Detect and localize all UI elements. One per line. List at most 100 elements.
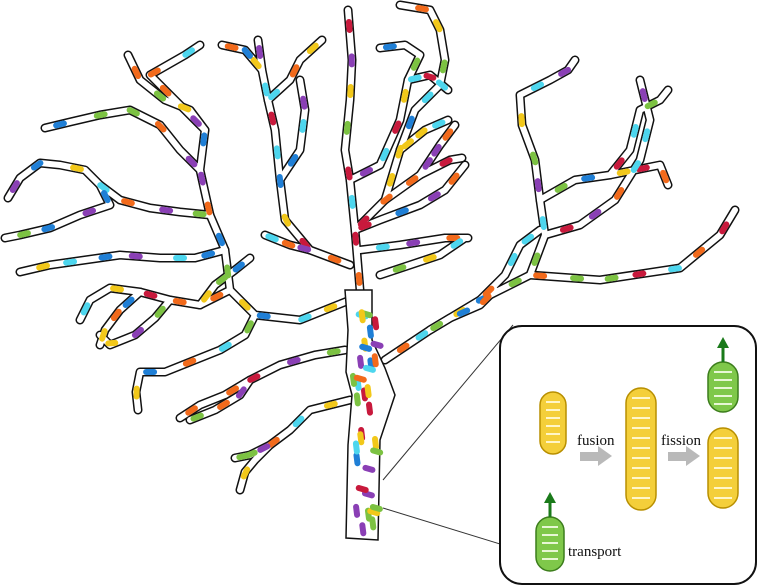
mitochondrion <box>630 123 639 138</box>
mitochondrion <box>267 436 280 448</box>
mitochondrion <box>375 243 390 251</box>
mitochondrion <box>632 270 647 278</box>
label-fission: fission <box>661 433 702 449</box>
mitochondrion <box>554 182 568 193</box>
mitochondrion <box>154 120 167 133</box>
mitochondrion <box>247 373 261 383</box>
mitochondrion <box>415 5 429 13</box>
mitochondrion <box>110 308 122 322</box>
mitochondrion <box>159 206 174 214</box>
mitochondrion <box>362 464 376 473</box>
mitochondrion <box>232 261 245 273</box>
mitochondrion <box>256 45 264 59</box>
mitochondrion <box>70 164 84 173</box>
mitochondrion <box>218 341 232 352</box>
mitochondrion <box>235 386 247 399</box>
mitochondrion <box>396 342 410 354</box>
dendrite-branch-outline <box>253 35 355 270</box>
mitochondrion <box>448 172 460 185</box>
mitochondrion <box>36 262 50 271</box>
mitochondrion <box>215 232 226 247</box>
mitochondrion <box>121 198 135 207</box>
mitochondrion <box>392 120 402 134</box>
mitochondrion <box>353 452 361 467</box>
mitochondrion <box>361 490 375 499</box>
mitochondrion <box>369 503 383 512</box>
mitochondrion <box>185 155 198 168</box>
mitochondria-layer <box>9 5 730 537</box>
mitochondrion <box>362 364 376 373</box>
mitochondrion <box>268 88 281 101</box>
mitochondrion <box>353 503 361 518</box>
mitochondrion <box>395 207 409 217</box>
mitochondrion <box>289 64 300 78</box>
mitochondrion <box>185 405 198 416</box>
mitochondrion <box>101 190 111 204</box>
mitochondrion <box>287 356 301 366</box>
mitochondrion <box>345 166 353 181</box>
label-transport: transport <box>568 544 622 560</box>
mitochondrion <box>370 340 384 349</box>
mitochondrion <box>427 191 441 202</box>
mitochondrion <box>177 103 192 113</box>
mitochondrion <box>530 151 539 166</box>
mitochondrion <box>358 221 372 231</box>
mitochondrion <box>530 81 545 92</box>
mitochondrion <box>395 144 404 159</box>
dendrite-branch-fill <box>255 37 353 268</box>
mitochondrion <box>354 376 362 391</box>
mitochondrion <box>581 174 596 182</box>
mitochondrion <box>432 119 446 129</box>
dendrite-branch-fill <box>537 87 671 203</box>
mitochondrion <box>421 91 434 104</box>
mitochondrion <box>406 239 421 247</box>
mitochondrion <box>423 254 437 263</box>
mitochondrion <box>198 171 206 186</box>
zoom-line-top <box>382 324 514 481</box>
mitochondrion <box>422 157 433 170</box>
mitochondrion <box>147 67 161 78</box>
mitochondrion <box>17 230 31 238</box>
mitochondrion <box>366 324 374 339</box>
mitochondrion <box>533 272 548 280</box>
dendrite-branch-fill <box>17 247 228 275</box>
mitochondrion <box>256 312 271 320</box>
dendrite-branch-outline <box>235 395 355 495</box>
mitochondrion <box>306 42 319 55</box>
mitochondrion <box>9 180 20 193</box>
mitochondrion <box>53 120 67 129</box>
mitochondrion <box>439 157 453 167</box>
mitochondrion <box>110 285 124 293</box>
dendrite-branch-fill <box>237 397 353 493</box>
mitochondrion <box>287 154 299 167</box>
mitochondrion <box>639 88 648 102</box>
mitochondrion <box>355 271 363 286</box>
mitochondrion <box>371 436 379 451</box>
mitochondrion <box>82 207 97 217</box>
mitochondrion <box>558 66 572 77</box>
mitochondrion <box>405 115 415 130</box>
mitochondrion <box>401 138 414 150</box>
mitochondrion <box>131 326 144 339</box>
mitochondrion <box>357 215 370 228</box>
mitochondrion-transport <box>535 516 565 572</box>
fusion-arrow-icon <box>580 446 612 466</box>
mitochondrion <box>297 244 312 253</box>
mitochondrion <box>604 274 619 282</box>
mitochondrion <box>63 258 78 266</box>
mitochondrion <box>224 43 239 51</box>
dendrite-branch-fill <box>542 77 653 238</box>
mitochondrion <box>226 385 240 396</box>
mitochondrion <box>239 299 251 311</box>
mitochondrion <box>224 264 232 279</box>
mitochondrion <box>370 447 384 456</box>
mitochondrion <box>405 175 419 186</box>
mitochondrion <box>382 43 397 51</box>
mitochondrion <box>349 372 357 387</box>
mitochondrion <box>692 246 706 258</box>
mitochondrion <box>343 120 351 135</box>
mitochondrion <box>30 160 44 171</box>
mitochondrion <box>392 264 407 273</box>
mitochondrion <box>364 384 372 399</box>
